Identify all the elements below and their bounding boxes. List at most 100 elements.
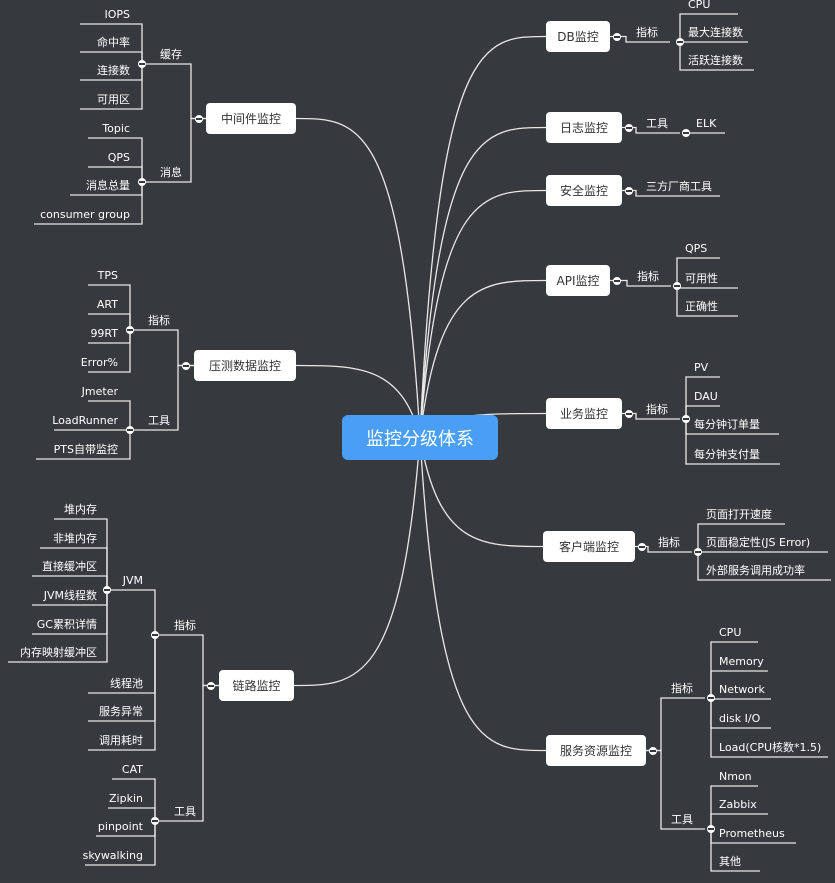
leaf-resource: Prometheus	[719, 827, 785, 840]
leaf-db: CPU	[688, 0, 711, 11]
connector	[108, 807, 156, 821]
leaf-middleware: 命中率	[97, 36, 130, 49]
group-api-0-toggle-icon[interactable]	[673, 282, 681, 290]
node-db[interactable]: DB监控	[546, 21, 610, 52]
node-log-toggle-icon[interactable]	[625, 123, 633, 132]
connector	[710, 641, 758, 698]
node-resource-toggle-icon[interactable]	[649, 746, 657, 755]
leaf-resource: CPU	[719, 626, 742, 639]
group-jvm-toggle-icon[interactable]	[103, 586, 111, 594]
connector	[697, 523, 785, 552]
connector	[88, 313, 131, 330]
leaf-pressure: Jmeter	[81, 385, 118, 398]
root-branch	[419, 35, 547, 438]
node-resource[interactable]: 服务资源监控	[546, 735, 646, 766]
connector	[685, 376, 720, 419]
leaf-middleware: QPS	[107, 151, 130, 164]
group-pressure-0-toggle-icon[interactable]	[126, 326, 134, 334]
node-api[interactable]: API监控	[546, 265, 610, 296]
node-client-toggle-icon[interactable]	[638, 542, 646, 551]
leaf-pressure: LoadRunner	[52, 414, 118, 427]
node-trace-toggle-icon[interactable]	[207, 681, 215, 690]
node-pressure[interactable]: 压测数据监控	[194, 350, 296, 381]
group-resource-0-toggle-icon[interactable]	[707, 694, 715, 702]
group-trace-0-toggle-icon[interactable]	[151, 631, 159, 639]
group-trace-0: 指标	[174, 619, 196, 632]
group-business-0: 指标	[646, 403, 668, 416]
leaf-pressure: PTS自带监控	[53, 443, 118, 456]
root-branch	[419, 189, 547, 438]
leaf-business: DAU	[694, 390, 718, 403]
root-node[interactable]: 监控分级体系	[342, 415, 498, 460]
connector	[80, 64, 143, 110]
root-branch	[419, 279, 547, 438]
connector	[32, 575, 108, 590]
leaf-jvm: 非堆内存	[53, 532, 97, 545]
connector	[710, 670, 768, 698]
leaf-client: 页面打开速度	[706, 508, 772, 521]
connector	[710, 785, 758, 829]
root-branch	[419, 436, 544, 548]
leaf-middleware: IOPS	[104, 8, 130, 21]
connector	[685, 405, 720, 419]
leaf-db: 最大连接数	[688, 26, 743, 39]
leaf-resource: 其他	[719, 855, 741, 868]
node-pressure-toggle-icon[interactable]	[182, 361, 190, 370]
connector	[8, 590, 108, 663]
node-middleware-toggle-icon[interactable]	[195, 114, 203, 123]
leaf-resource: Load(CPU核数*1.5)	[719, 741, 822, 754]
root-branch	[419, 126, 547, 438]
group-resource-0: 指标	[671, 682, 693, 695]
group-middleware-1: 消息	[160, 166, 182, 179]
group-resource-1-toggle-icon[interactable]	[707, 825, 715, 833]
node-log[interactable]: 日志监控	[546, 112, 622, 143]
leaf-resource: Memory	[719, 655, 764, 668]
node-business-toggle-icon[interactable]	[625, 409, 633, 418]
group-pressure-1: 工具	[148, 414, 170, 427]
leaf-business: 每分钟订单量	[694, 418, 760, 431]
leaf-middleware: Topic	[102, 122, 130, 135]
leaf-trace: JVM	[122, 574, 143, 587]
node-security[interactable]: 安全监控	[546, 175, 622, 206]
node-db-toggle-icon[interactable]	[613, 32, 621, 41]
root-branch	[419, 436, 547, 752]
connector	[710, 829, 760, 872]
group-log-0-toggle-icon[interactable]	[682, 129, 690, 137]
leaf-trace: 服务异常	[99, 705, 143, 718]
group-pressure-1-toggle-icon[interactable]	[126, 426, 134, 434]
leaf-api: 正确性	[685, 300, 718, 313]
leaf-db: 活跃连接数	[688, 54, 743, 67]
leaf-resource: Nmon	[719, 770, 752, 783]
group-trace-1: 工具	[174, 805, 196, 818]
node-business[interactable]: 业务监控	[546, 398, 622, 429]
group-business-0-toggle-icon[interactable]	[682, 415, 690, 423]
leaf-trace: CAT	[121, 763, 143, 776]
node-api-toggle-icon[interactable]	[613, 276, 621, 285]
group-pressure-0: 指标	[148, 314, 170, 327]
leaf-trace: skywalking	[82, 849, 143, 862]
group-trace-1-toggle-icon[interactable]	[151, 817, 159, 825]
node-client[interactable]: 客户端监控	[543, 531, 635, 562]
node-security-toggle-icon[interactable]	[625, 186, 633, 195]
group-middleware-0: 缓存	[160, 48, 182, 61]
leaf-pressure: 99RT	[90, 327, 118, 340]
connector	[142, 63, 206, 120]
root-branch	[295, 364, 421, 438]
group-middleware-1-toggle-icon[interactable]	[138, 178, 146, 186]
group-db-0-toggle-icon[interactable]	[676, 38, 684, 46]
node-middleware[interactable]: 中间件监控	[206, 103, 296, 134]
connector	[676, 257, 720, 286]
root-branch	[295, 117, 421, 438]
group-resource-1: 工具	[671, 813, 693, 826]
node-trace[interactable]: 链路监控	[219, 670, 294, 701]
group-client-0-toggle-icon[interactable]	[694, 548, 702, 556]
group-client-0: 指标	[658, 536, 680, 549]
connector	[685, 419, 780, 465]
leaf-business: PV	[694, 361, 709, 374]
leaf-middleware: consumer group	[40, 208, 130, 221]
connector	[54, 518, 108, 590]
connector	[88, 400, 131, 430]
group-middleware-0-toggle-icon[interactable]	[138, 60, 146, 68]
leaf-jvm: JVM线程数	[43, 589, 97, 602]
leaf-jvm: 内存映射缓冲区	[20, 646, 97, 659]
